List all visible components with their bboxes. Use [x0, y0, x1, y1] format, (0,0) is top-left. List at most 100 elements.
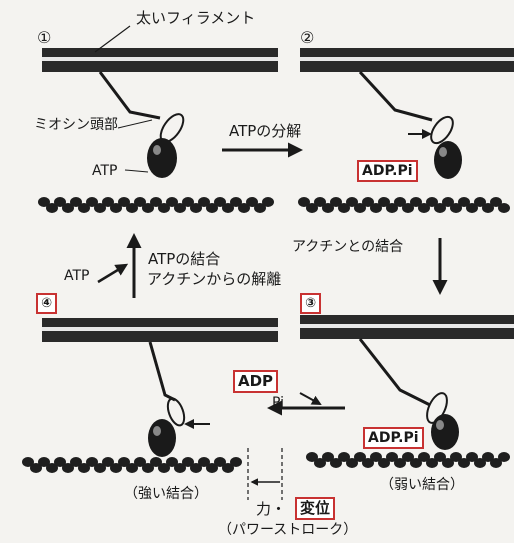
actin-monomer — [118, 457, 130, 467]
step-2-number: ② — [300, 28, 315, 47]
actin-monomer — [402, 203, 414, 213]
myosin-head-panel-4 — [148, 341, 186, 457]
actin-monomer — [354, 203, 366, 213]
actin-monomer — [402, 452, 414, 462]
actin-monomer — [450, 452, 462, 462]
actin-monomer — [410, 197, 422, 207]
actin-monomer — [54, 457, 66, 467]
actin-monomer — [394, 197, 406, 207]
actin-monomer — [174, 463, 186, 473]
actin-monomer — [230, 457, 242, 467]
thick-filament-panel-2 — [300, 48, 514, 72]
actin-monomer — [30, 463, 42, 473]
actin-monomer — [370, 203, 382, 213]
actin-monomer — [86, 197, 98, 207]
myosin-head-leader-line — [117, 119, 153, 129]
actin-filament-panel-3 — [306, 452, 510, 468]
actin-monomer — [142, 203, 154, 213]
strong-binding-label: （強い結合） — [124, 486, 208, 502]
actin-monomer — [490, 458, 502, 468]
adp-pi-box-step3: ADP.Pi — [363, 427, 424, 449]
actin-monomer — [166, 197, 178, 207]
atp-entry-arrow — [97, 263, 129, 284]
thick-filament-panel-3 — [300, 315, 514, 339]
step-4-number: ④ — [36, 293, 58, 314]
actin-monomer — [166, 457, 178, 467]
actin-monomer — [102, 197, 114, 207]
actin-monomer — [198, 197, 210, 207]
actin-monomer — [346, 197, 358, 207]
actin-monomer — [46, 203, 58, 213]
actin-monomer — [482, 203, 494, 213]
actin-monomer — [150, 197, 162, 207]
actin-monomer — [222, 203, 234, 213]
actin-monomer — [62, 203, 74, 213]
actin-monomer — [94, 463, 106, 473]
myosin-head-label: ミオシン頭部 — [34, 117, 118, 133]
actin-monomer — [78, 463, 90, 473]
actin-monomer — [418, 452, 430, 462]
adp-release-arrow — [299, 392, 322, 405]
actin-monomer — [426, 197, 438, 207]
adp-box: ADP — [233, 370, 279, 393]
actin-monomer — [190, 463, 202, 473]
pi-label: Pi — [272, 395, 285, 411]
atp-label-step1: ATP — [92, 163, 118, 179]
actin-monomer — [134, 457, 146, 467]
actin-monomer — [370, 452, 382, 462]
step-1-number: ① — [37, 28, 52, 47]
actin-monomer — [306, 452, 318, 462]
actin-monomer — [466, 452, 478, 462]
actin-monomer — [314, 197, 326, 207]
thick-filament-panel-1 — [42, 48, 278, 72]
actin-monomer — [378, 197, 390, 207]
thick-filament-leader-line — [94, 25, 131, 53]
myosin-head-panel-3 — [358, 338, 459, 450]
actin-monomer — [158, 203, 170, 213]
actin-monomer — [62, 463, 74, 473]
atp-binding-label: ATPの結合 — [148, 250, 221, 268]
actin-monomer — [474, 458, 486, 468]
actin-monomer — [298, 197, 310, 207]
actin-monomer — [498, 452, 510, 462]
actin-monomer — [110, 203, 122, 213]
actin-monomer — [206, 463, 218, 473]
actin-monomer — [214, 197, 226, 207]
actin-monomer — [410, 458, 422, 468]
atp-leader-line — [124, 169, 149, 173]
actin-monomer — [306, 203, 318, 213]
weak-binding-label: （弱い結合） — [380, 477, 464, 493]
actin-monomer — [102, 457, 114, 467]
actin-monomer — [158, 463, 170, 473]
actin-monomer — [354, 452, 366, 462]
actin-monomer — [458, 197, 470, 207]
actin-monomer — [126, 463, 138, 473]
actin-monomer — [466, 203, 478, 213]
actin-monomer — [322, 203, 334, 213]
actin-monomer — [78, 203, 90, 213]
actin-monomer — [22, 457, 34, 467]
thick-filament-panel-4 — [42, 318, 278, 342]
step-3-number: ③ — [300, 293, 322, 314]
actin-monomer — [362, 197, 374, 207]
actin-monomer — [322, 452, 334, 462]
actin-filament-panel-1 — [38, 197, 274, 213]
actin-monomer — [338, 452, 350, 462]
power-stroke-label: （パワーストローク） — [218, 522, 358, 538]
actin-monomer — [246, 197, 258, 207]
actin-monomer — [190, 203, 202, 213]
actin-monomer — [330, 458, 342, 468]
myosin-head-panel-2 — [358, 70, 462, 179]
actin-monomer — [330, 197, 342, 207]
actin-monomer — [378, 458, 390, 468]
actin-monomer — [54, 197, 66, 207]
actin-monomer — [386, 203, 398, 213]
actin-monomer — [490, 197, 502, 207]
actin-monomer — [214, 457, 226, 467]
actin-monomer — [134, 197, 146, 207]
actin-monomer — [394, 458, 406, 468]
release-from-actin-label: アクチンからの解離 — [147, 270, 282, 288]
actin-monomer — [38, 457, 50, 467]
actin-monomer — [46, 463, 58, 473]
